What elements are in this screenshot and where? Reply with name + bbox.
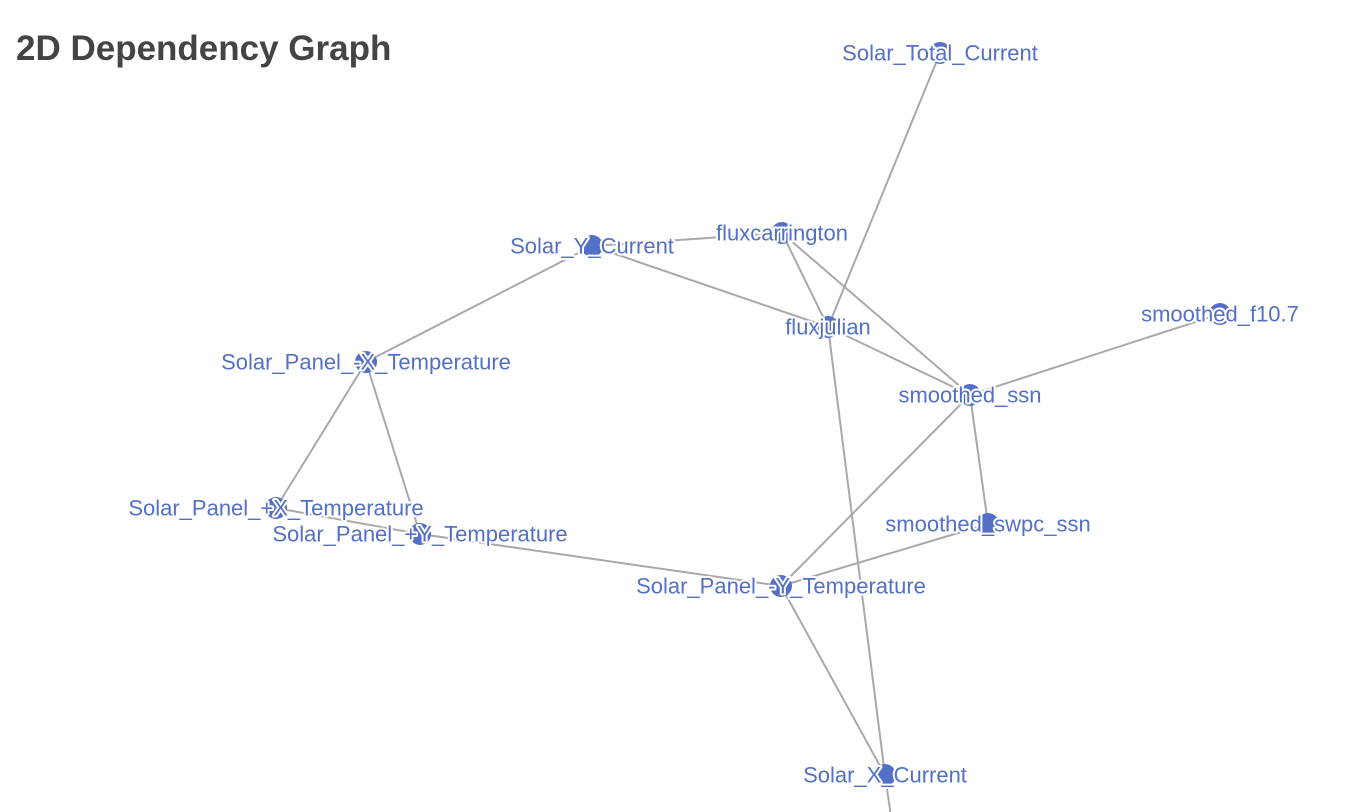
graph-node-fluxcarrington[interactable]: fluxcarrington [714, 219, 850, 248]
edge-fluxcarrington-smoothed_ssn [781, 232, 971, 396]
edge-panel_minus_x_temp-panel_plus_x_temp [275, 361, 367, 509]
page-title: 2D Dependency Graph [16, 29, 392, 68]
node-dot[interactable] [265, 497, 287, 519]
node-label: Solar_Panel_-X_Temperature [221, 350, 511, 375]
edge-solar_y_current-fluxjulian [591, 245, 829, 328]
node-dot[interactable] [1209, 303, 1231, 325]
node-label: smoothed_f10.7 [1141, 302, 1299, 327]
edge-fluxjulian-solar_x_current [827, 326, 886, 776]
graph-node-smoothed_f10_7[interactable]: smoothed_f10.7 [1139, 300, 1301, 329]
node-dot[interactable] [929, 42, 951, 64]
node-dot[interactable] [874, 764, 896, 786]
node-dot[interactable] [581, 235, 603, 257]
edge-smoothed_ssn-smoothed_swpc_ssn [969, 394, 989, 525]
edge-panel_minus_x_temp-panel_plus_y_temp [365, 361, 421, 535]
node-label: smoothed_ssn [898, 383, 1041, 408]
edge-solar_y_current-panel_minus_x_temp [365, 245, 593, 363]
edge-fluxjulian-smoothed_ssn [827, 326, 971, 396]
node-label: smoothed_swpc_ssn [885, 512, 1090, 537]
node-label: Solar_Y_Current [510, 234, 674, 259]
node-label: Solar_X_Current [803, 763, 967, 788]
graph-node-solar_total_current[interactable]: Solar_Total_Current [840, 39, 1040, 68]
edge-smoothed_ssn-panel_minus_y_temp [780, 394, 971, 587]
graph-node-panel_minus_y_temp[interactable]: Solar_Panel_-Y_Temperature [634, 572, 928, 601]
node-dot[interactable] [409, 523, 431, 545]
node-dot[interactable] [771, 222, 793, 244]
node-label: fluxcarrington [716, 221, 848, 246]
node-dot[interactable] [770, 575, 792, 597]
graph-node-solar_y_current[interactable]: Solar_Y_Current [508, 232, 676, 261]
node-label: Solar_Panel_+X_Temperature [128, 496, 423, 521]
edge-panel_plus_x_temp-panel_plus_y_temp [275, 507, 421, 535]
graph-node-panel_plus_y_temp[interactable]: Solar_Panel_+Y_Temperature [270, 520, 569, 549]
graph-node-solar_x_current[interactable]: Solar_X_Current [801, 761, 969, 790]
node-dot[interactable] [355, 351, 377, 373]
graph-node-fluxjulian[interactable]: fluxjulian [783, 313, 873, 342]
graph-node-smoothed_swpc_ssn[interactable]: smoothed_swpc_ssn [883, 510, 1092, 539]
graph-node-panel_minus_x_temp[interactable]: Solar_Panel_-X_Temperature [219, 348, 513, 377]
node-label: fluxjulian [785, 315, 871, 340]
edge-fluxcarrington-fluxjulian [781, 232, 829, 328]
graph-node-panel_plus_x_temp[interactable]: Solar_Panel_+X_Temperature [126, 494, 425, 523]
edge-panel_minus_y_temp-solar_x_current [780, 585, 886, 776]
node-label: Solar_Total_Current [842, 41, 1038, 66]
node-dot[interactable] [959, 384, 981, 406]
node-label: Solar_Panel_+Y_Temperature [272, 522, 567, 547]
node-dot[interactable] [817, 316, 839, 338]
edge-panel_plus_y_temp-panel_minus_y_temp [419, 533, 782, 587]
edge-smoothed_ssn-smoothed_f10_7 [969, 313, 1221, 396]
edge-solar_y_current-fluxcarrington [591, 232, 783, 247]
edge-solar_total_current-fluxjulian [827, 52, 941, 328]
node-label: Solar_Panel_-Y_Temperature [636, 574, 926, 599]
graph-node-smoothed_ssn[interactable]: smoothed_ssn [896, 381, 1043, 410]
edge-smoothed_swpc_ssn-panel_minus_y_temp [780, 523, 989, 587]
nodes-layer: Solar_Total_Current fluxcarringtonSolar_Y… [126, 39, 1301, 790]
edges-layer [275, 52, 1221, 812]
node-dot[interactable] [977, 513, 999, 535]
